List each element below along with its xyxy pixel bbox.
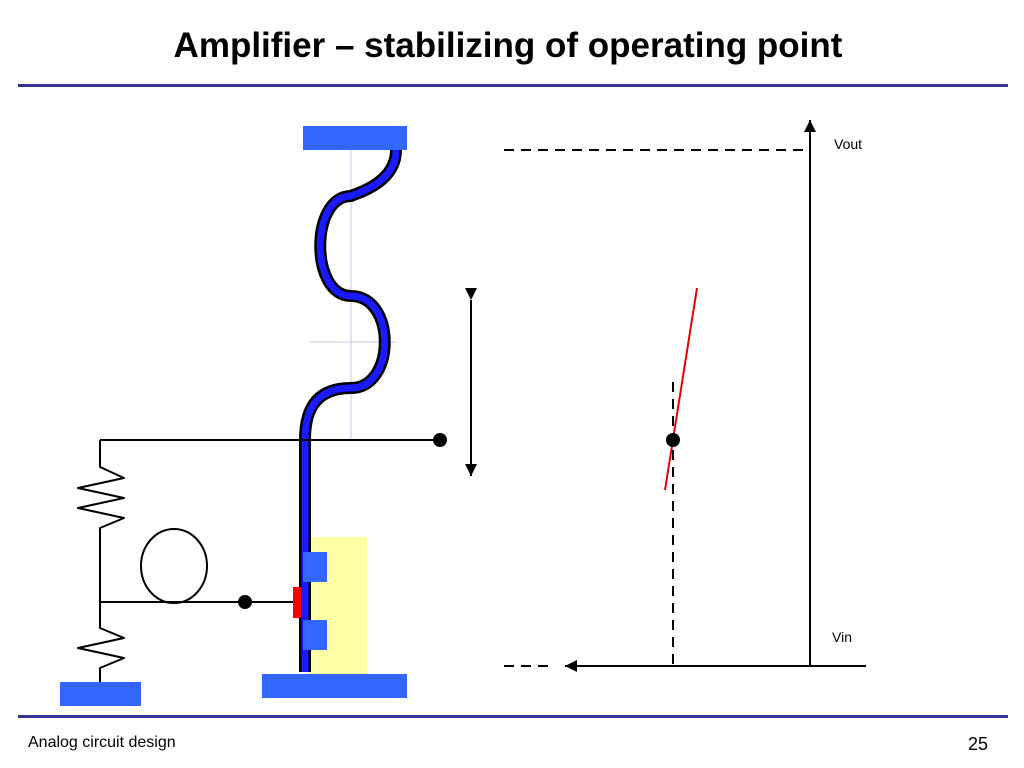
title-rule	[18, 84, 1008, 87]
operating-point	[666, 433, 680, 447]
serpentine-load-fill	[301, 149, 400, 672]
footer-text: Analog circuit design	[28, 734, 176, 751]
transistor-source-block	[303, 620, 327, 650]
feedback-resistor	[77, 440, 125, 602]
vin-axis-label: Vin	[832, 629, 852, 645]
gate-node	[238, 595, 252, 609]
footer-rule	[18, 715, 1008, 718]
bias-resistor	[77, 602, 125, 682]
top-supply-rail	[303, 126, 407, 150]
transistor-drain-block	[303, 552, 327, 582]
page-number: 25	[967, 734, 988, 754]
vout-axis-label: Vout	[834, 136, 862, 152]
signal-source	[140, 528, 208, 604]
transistor-gate	[293, 587, 301, 618]
output-node	[433, 433, 447, 447]
ground-rail	[60, 682, 141, 706]
slide-title: Amplifier – stabilizing of operating poi…	[173, 26, 843, 65]
bottom-supply-rail	[262, 674, 407, 698]
gain-tangent-line	[664, 287, 698, 491]
